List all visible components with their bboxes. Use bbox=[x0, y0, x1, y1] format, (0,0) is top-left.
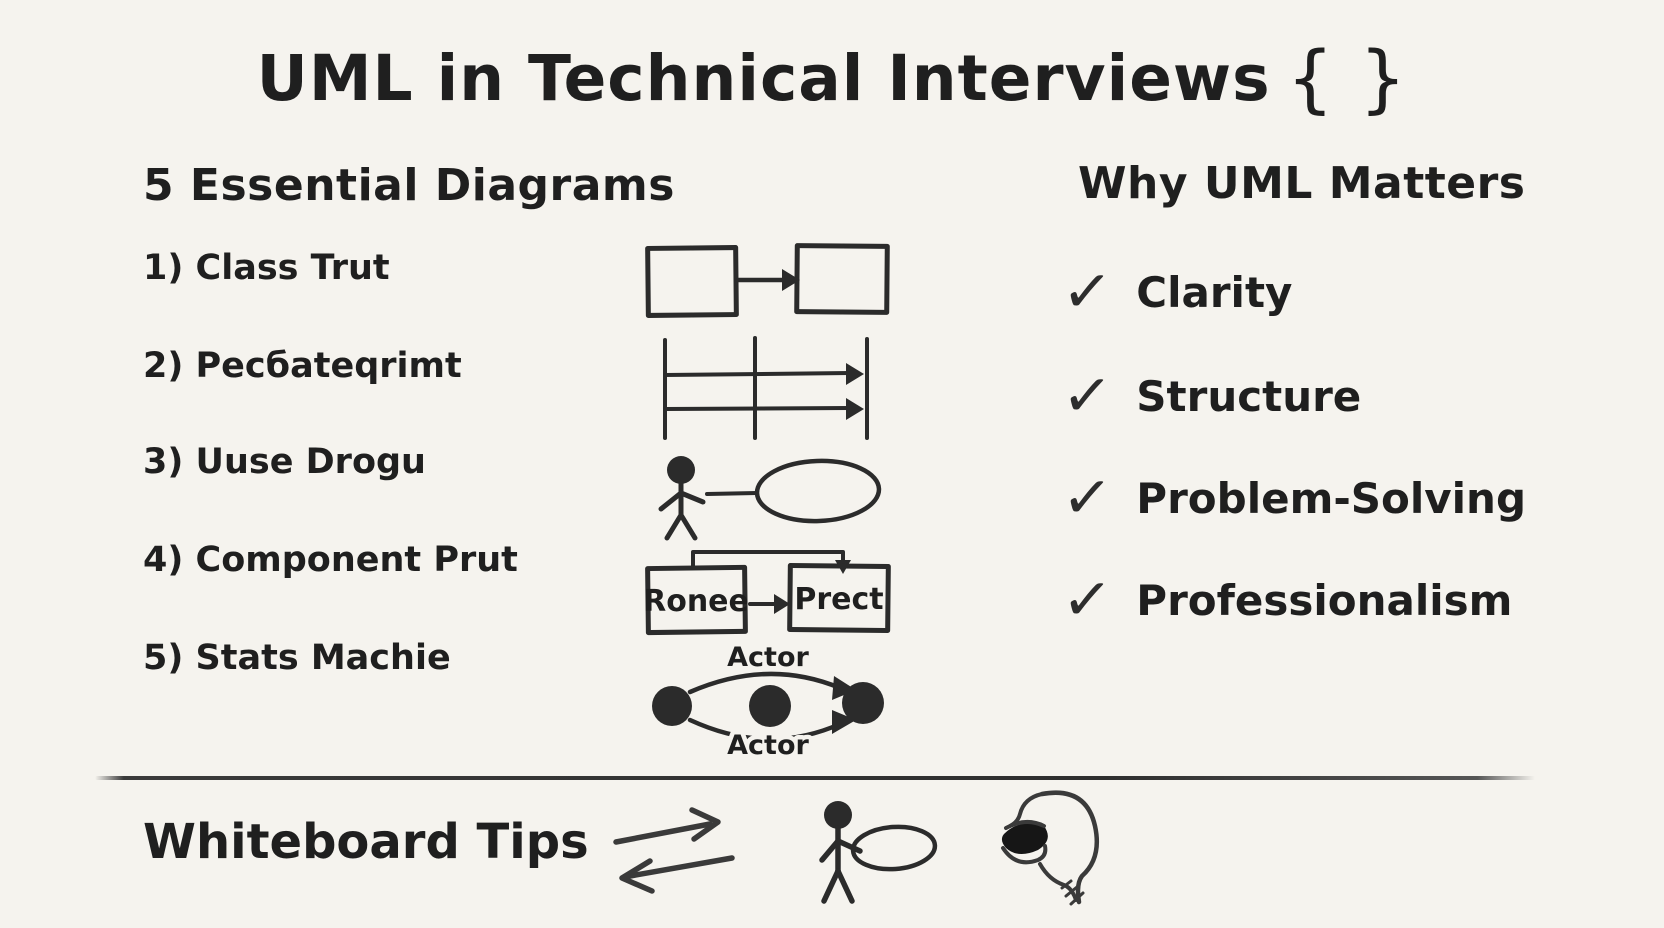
list-item-state-machine-diagram: 5) Stats Machie bbox=[143, 638, 451, 678]
benefit-label: Professionalism bbox=[1136, 575, 1513, 625]
actor-with-ellipse-icon bbox=[819, 801, 938, 904]
use-case-diagram-sketch bbox=[658, 456, 882, 541]
benefit-row-structure: ✓ Structure bbox=[1059, 359, 1362, 433]
list-item-use-case-diagram: 3) Uuse Drogu bbox=[143, 442, 426, 482]
checkmark-icon: ✓ bbox=[1059, 255, 1115, 329]
checkmark-icon: ✓ bbox=[1059, 461, 1115, 535]
horizontal-divider bbox=[95, 776, 1535, 780]
component-diagram-sketch: Ronee Prect bbox=[643, 550, 891, 636]
left-column-heading: 5 Essential Diagrams bbox=[143, 160, 675, 211]
page-title: UML in Technical Interviews{ } bbox=[0, 36, 1664, 122]
benefit-label: Problem-Solving bbox=[1136, 473, 1527, 523]
component-box1-label: Ronee bbox=[643, 584, 749, 619]
right-column-heading: Why UML Matters bbox=[1078, 158, 1526, 209]
curly-braces-doodle: { } bbox=[1286, 36, 1408, 122]
state-machine-sketch: Actor Actor bbox=[652, 642, 884, 764]
class-diagram-sketch bbox=[645, 243, 890, 318]
benefit-row-clarity: ✓ Clarity bbox=[1059, 255, 1293, 329]
list-item-component-diagram: 4) Component Prut bbox=[143, 540, 518, 580]
sequence-diagram-sketch bbox=[663, 336, 869, 440]
checkmark-icon: ✓ bbox=[1059, 563, 1115, 637]
component-box2-label: Prect bbox=[794, 582, 883, 617]
footer-heading: Whiteboard Tips bbox=[143, 814, 589, 870]
page-title-text: UML in Technical Interviews bbox=[256, 42, 1271, 115]
state-transition-top-label: Actor bbox=[727, 642, 809, 673]
benefit-label: Structure bbox=[1136, 371, 1362, 421]
checkmark-icon: ✓ bbox=[1059, 359, 1115, 433]
benefit-label: Clarity bbox=[1136, 267, 1293, 317]
benefit-row-professionalism: ✓ Professionalism bbox=[1059, 563, 1513, 637]
benefit-row-problem-solving: ✓ Problem-Solving bbox=[1059, 461, 1527, 535]
exchange-arrows-icon bbox=[613, 807, 735, 894]
list-item-class-diagram: 1) Class Trut bbox=[143, 248, 390, 288]
state-transition-bottom-label: Actor bbox=[727, 730, 809, 761]
list-item-sequence-diagram: 2) Pecбateqrimt bbox=[143, 346, 462, 386]
talking-head-icon bbox=[1001, 790, 1100, 906]
